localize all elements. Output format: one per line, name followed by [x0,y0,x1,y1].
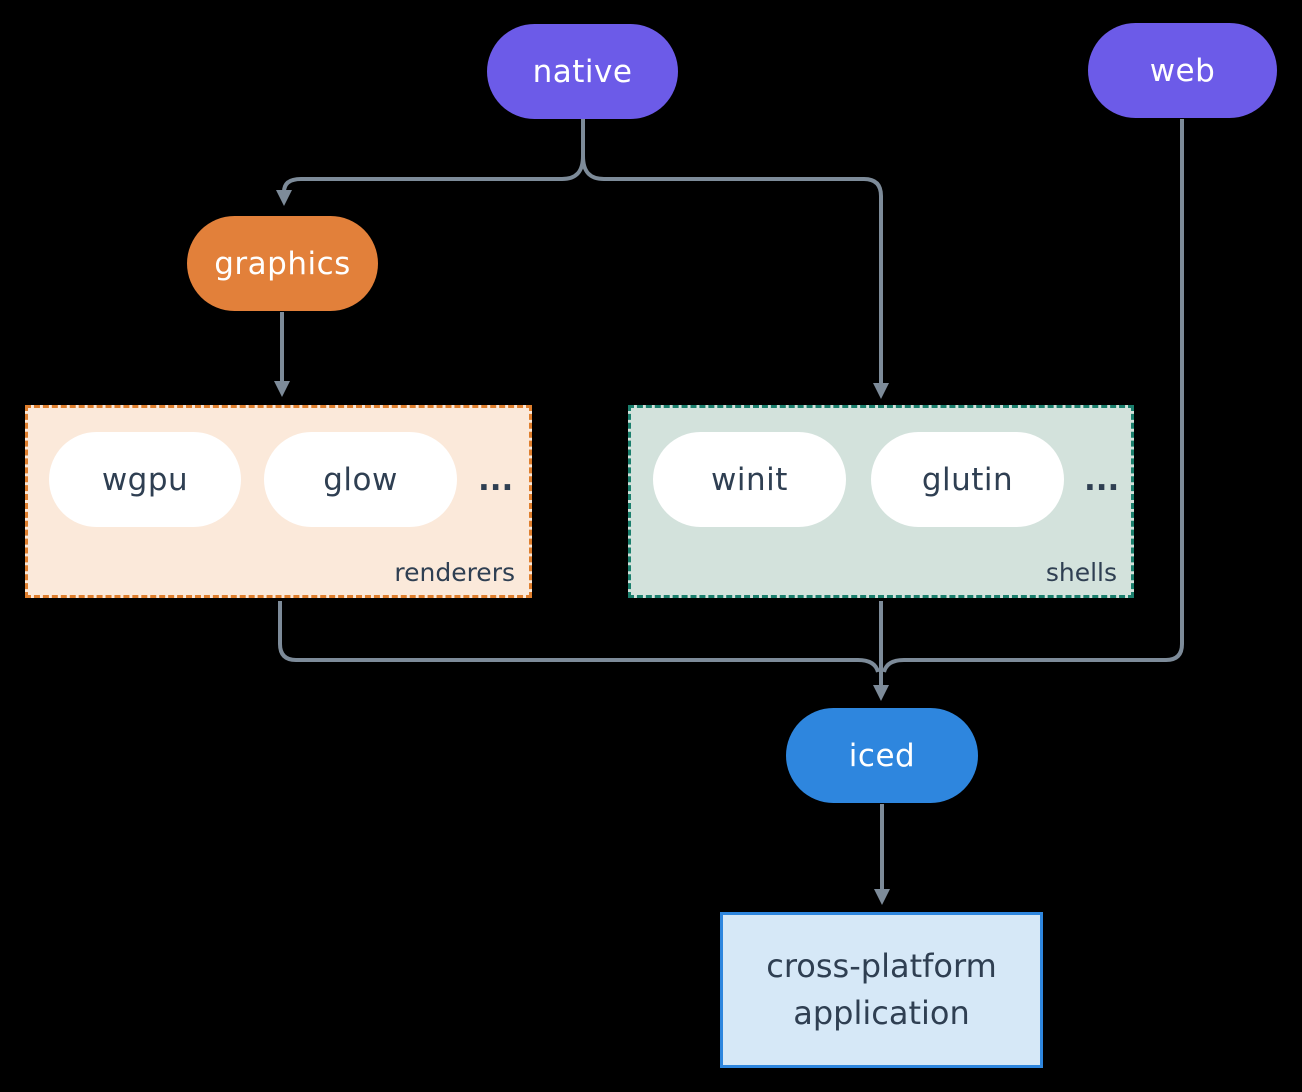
edge-web-merge [882,119,1184,673]
renderers-ellipsis: ... [478,461,514,498]
node-graphics-label: graphics [214,245,351,282]
node-glutin-label: glutin [921,461,1014,498]
node-winit: winit [653,432,846,527]
node-glow: glow [264,432,457,527]
edge-native-graphics [276,155,585,206]
node-cross-platform-application: cross-platform application [720,912,1043,1068]
node-graphics: graphics [187,216,378,311]
group-renderers-label: renderers [394,558,515,587]
node-wgpu-label: wgpu [101,461,189,498]
node-web: web [1088,23,1277,118]
node-wgpu: wgpu [49,432,241,527]
edge-native-shells [581,155,889,399]
node-iced-label: iced [848,737,916,774]
group-shells-label: shells [1045,558,1117,587]
app-label-line1: cross-platform [766,947,997,985]
node-native-label: native [532,53,633,90]
edge-renderers-merge [278,601,880,673]
group-renderers: wgpu glow ... renderers [25,405,532,598]
node-web-label: web [1149,52,1216,89]
node-glutin: glutin [871,432,1064,527]
node-glow-label: glow [323,461,398,498]
shells-ellipsis: ... [1084,461,1120,498]
app-label-line2: application [793,994,970,1032]
node-winit-label: winit [711,461,788,498]
node-iced: iced [786,708,978,803]
group-shells: winit glutin ... shells [628,405,1134,598]
node-native: native [487,24,678,119]
